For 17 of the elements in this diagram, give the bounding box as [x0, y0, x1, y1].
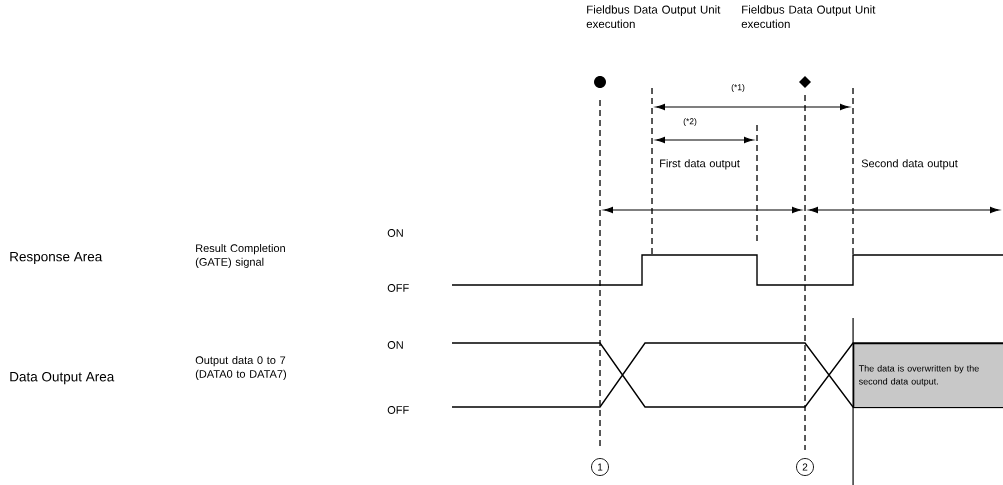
area-label: Response Area [10, 251, 103, 265]
state-label: OFF [387, 284, 409, 292]
event-label: Fieldbus Data Output Unit execution [586, 5, 721, 28]
callout-number: 1 [591, 458, 609, 476]
area-label: Data Output Area [10, 371, 115, 385]
period-label: First data output [660, 159, 740, 170]
overwrite-box: The data is overwritten by the second data output. [853, 343, 1003, 409]
state-label: ON [387, 229, 403, 237]
signal-label: Output data 0 to 7 (DATA0 to DATA7) [195, 356, 286, 380]
dimension-label: (*2) [683, 118, 697, 126]
callout-number: 2 [796, 458, 814, 476]
period-label: Second data output [861, 159, 958, 170]
event-label: Fieldbus Data Output Unit execution [741, 5, 876, 28]
signal-label: Result Completion (GATE) signal [195, 244, 285, 268]
state-label: OFF [387, 406, 409, 414]
state-label: ON [387, 341, 403, 349]
dimension-label: (*1) [731, 84, 745, 92]
